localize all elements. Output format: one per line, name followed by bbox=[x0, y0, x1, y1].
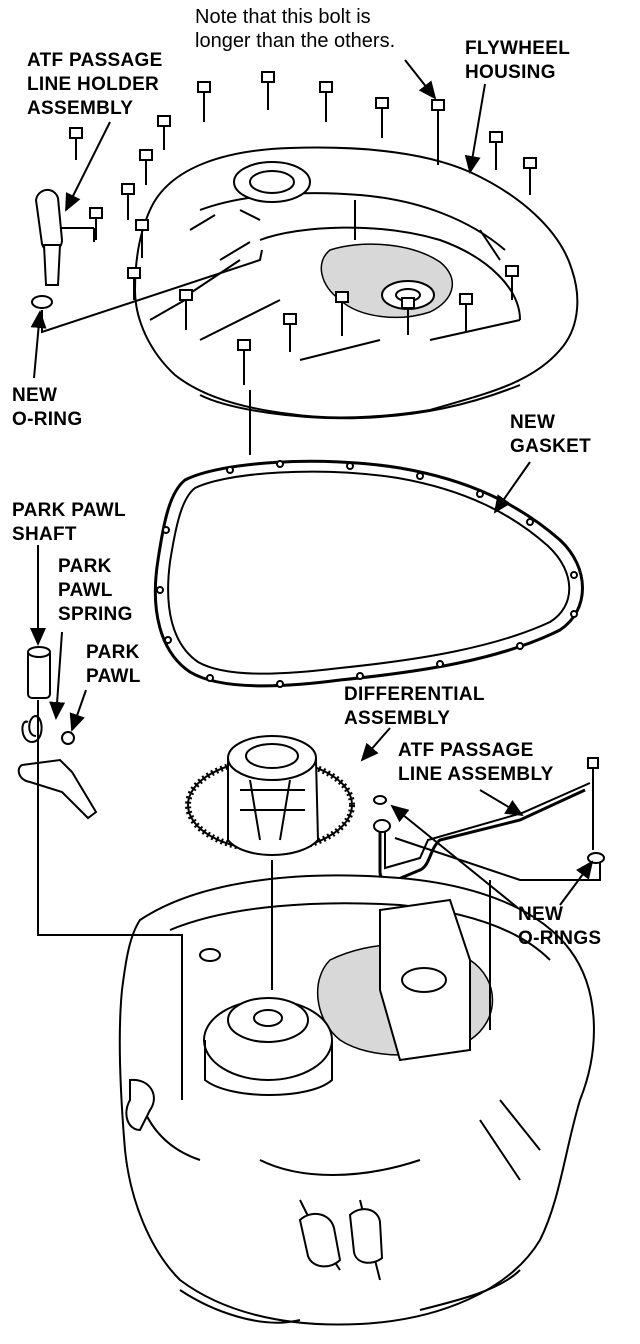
park-pawl-label-2: PAWL bbox=[86, 666, 141, 687]
park-pawl-shaft-label-2: SHAFT bbox=[12, 524, 77, 545]
flywheel-housing-label-1: FLYWHEEL bbox=[465, 38, 571, 59]
atf-line-label-2: LINE ASSEMBLY bbox=[398, 764, 554, 785]
new-oring-label-1: NEW bbox=[12, 385, 58, 406]
atf-line-label-1: ATF PASSAGE bbox=[398, 740, 534, 761]
new-orings-label-2: O-RINGS bbox=[518, 928, 602, 949]
atf-holder-label-1: ATF PASSAGE bbox=[27, 50, 163, 71]
new-gasket-label-1: NEW bbox=[510, 412, 556, 433]
differential-assembly bbox=[185, 735, 355, 856]
atf-holder-label-2: LINE HOLDER bbox=[27, 74, 160, 95]
park-pawl-label-1: PARK bbox=[86, 642, 140, 663]
leader-arrows bbox=[30, 59, 594, 909]
note-line-2: longer than the others. bbox=[195, 30, 396, 52]
differential-label-2: ASSEMBLY bbox=[344, 708, 451, 729]
park-pawl-shaft bbox=[27, 646, 51, 699]
flywheel-housing-label-2: HOUSING bbox=[465, 62, 556, 83]
atf-holder-label-3: ASSEMBLY bbox=[27, 98, 134, 119]
note-line-1: Note that this bolt is bbox=[195, 6, 371, 28]
new-orings-label-1: NEW bbox=[518, 904, 564, 925]
park-pawl-spring bbox=[21, 714, 43, 744]
atf-passage-line-holder bbox=[34, 189, 95, 286]
park-pawl-spring-label-2: PAWL bbox=[58, 580, 113, 601]
park-pawl-spring-label-3: SPRING bbox=[58, 604, 133, 625]
park-pawl-spring-label-1: PARK bbox=[58, 556, 112, 577]
new-gasket-label-2: GASKET bbox=[510, 436, 591, 457]
transmission-housing bbox=[118, 874, 595, 1326]
differential-label-1: DIFFERENTIAL bbox=[344, 684, 485, 705]
park-pawl bbox=[17, 731, 98, 820]
new-oring-label-2: O-RING bbox=[12, 409, 83, 430]
housing-bolts bbox=[69, 71, 537, 385]
guide-lines bbox=[37, 249, 601, 1100]
park-pawl-shaft-label-1: PARK PAWL bbox=[12, 500, 126, 521]
new-gasket bbox=[153, 459, 584, 688]
new-oring-top bbox=[31, 295, 53, 309]
